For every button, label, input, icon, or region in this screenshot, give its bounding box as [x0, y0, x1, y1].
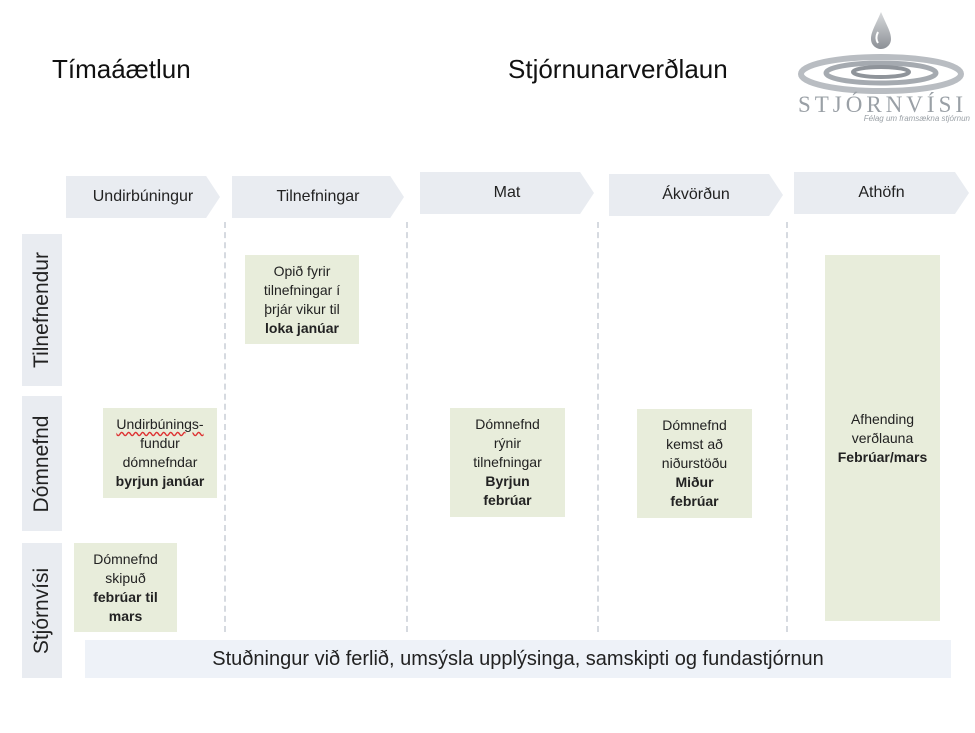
box-text: Opið fyrir	[273, 262, 331, 279]
box-undirbuningsfundur: Undirbúnings- fundur dómnefndar byrjun j…	[103, 408, 217, 498]
row-label-text: Dómnefnd	[30, 415, 53, 512]
box-date: Febrúar/mars	[837, 448, 928, 465]
phase-undirbuningur: Undirbúningur	[66, 176, 220, 218]
box-text: kemst að	[666, 436, 723, 452]
phase-divider	[597, 222, 599, 632]
support-bar: Stuðningur við ferlið, umsýsla upplýsing…	[85, 640, 951, 678]
page-title: Tímaáætlun	[52, 54, 191, 84]
box-text: rýnir	[493, 435, 522, 451]
box-text: verðlauna	[851, 429, 914, 446]
box-mat: Dómnefnd rýnir tilnefningar Byrjun febrú…	[450, 408, 565, 517]
box-date: febrúar	[670, 493, 719, 509]
row-label-domnefnd: Dómnefnd	[22, 396, 62, 531]
phase-divider	[224, 222, 226, 632]
award-title: Stjórnunarverðlaun	[508, 54, 728, 84]
phase-akvordun: Ákvörðun	[609, 174, 783, 216]
row-label-text: Tilnefnendur	[30, 252, 53, 368]
box-akvordun: Dómnefnd kemst að niðurstöðu Miður febrú…	[637, 409, 752, 518]
phase-divider	[406, 222, 408, 632]
logo	[795, 8, 970, 98]
box-date: Miður	[675, 474, 714, 490]
box-text: tilnefningar í	[263, 281, 341, 298]
box-date: febrúar	[483, 492, 532, 508]
row-label-text: Stjórnvísi	[30, 567, 53, 654]
box-text: dómnefndar	[122, 454, 198, 470]
box-tilnefningar: Opið fyrir tilnefningar í þrjár vikur ti…	[245, 255, 359, 344]
phase-divider	[786, 222, 788, 632]
box-date: Byrjun	[485, 473, 530, 489]
box-text: Dómnefnd	[475, 416, 540, 432]
box-text: niðurstöðu	[661, 455, 728, 471]
box-date: byrjun janúar	[115, 473, 205, 489]
box-text: Dómnefnd	[662, 417, 727, 433]
box-skipan: Dómnefnd skipuð febrúar til mars	[74, 543, 177, 632]
box-date: mars	[108, 607, 143, 624]
box-text: skipuð	[105, 569, 146, 586]
phase-tilnefningar: Tilnefningar	[232, 176, 404, 218]
box-date: loka janúar	[265, 319, 339, 336]
box-text: Afhending	[850, 410, 915, 427]
box-text: tilnefningar	[473, 454, 542, 470]
row-label-tilnefnendur: Tilnefnendur	[22, 234, 62, 386]
box-text: Dómnefnd	[93, 550, 158, 567]
box-text: Undirbúnings-	[116, 416, 204, 432]
box-text: þrjár vikur til	[264, 300, 340, 317]
logo-text: STJÓRNVÍSI	[797, 92, 968, 117]
logo-tagline: Félag um framsækna stjórnun	[863, 114, 970, 123]
row-label-stjornvisi: Stjórnvísi	[22, 543, 62, 678]
box-date: febrúar til	[93, 588, 158, 605]
box-athofn: Afhending verðlauna Febrúar/mars	[825, 255, 940, 621]
phase-athofn: Athöfn	[794, 172, 969, 214]
phase-mat: Mat	[420, 172, 594, 214]
drop-ripple-icon	[798, 12, 964, 94]
box-text: fundur	[140, 435, 180, 451]
